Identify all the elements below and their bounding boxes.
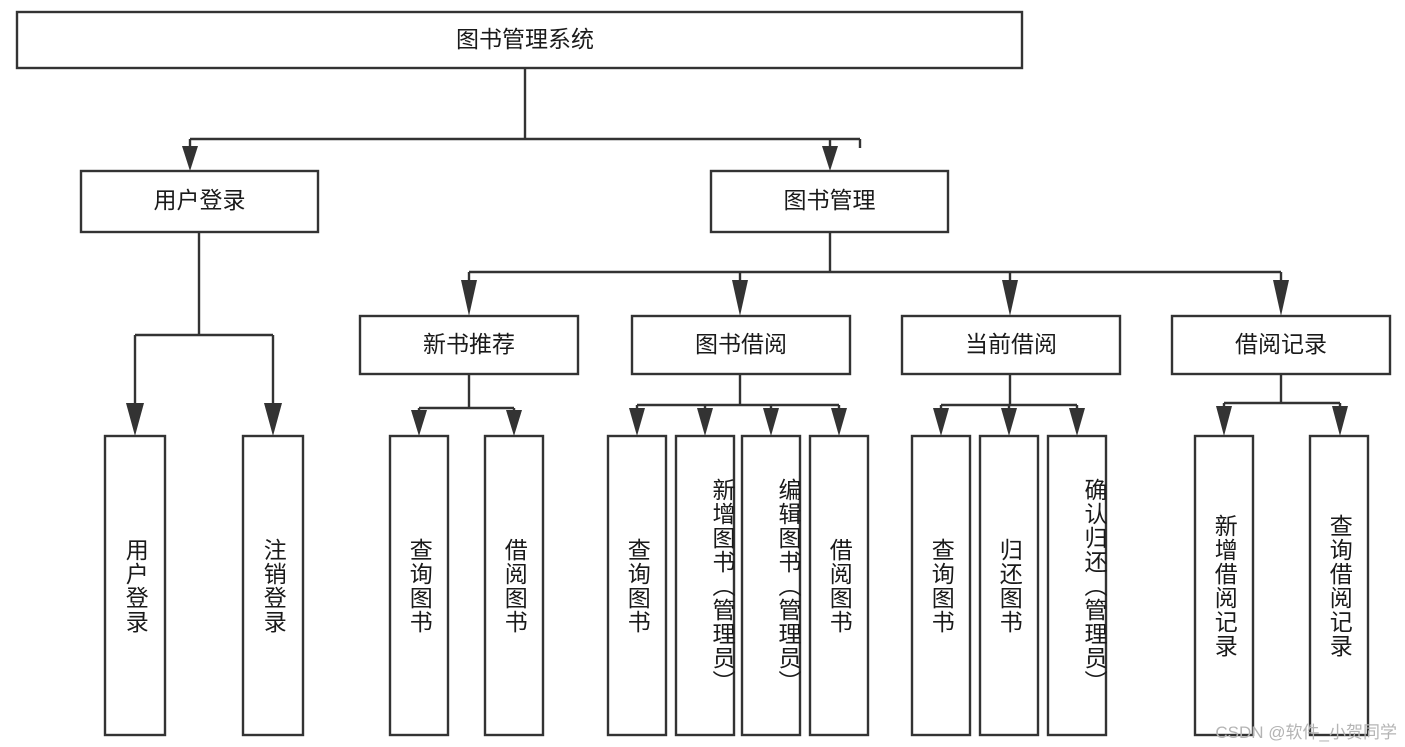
- node-current-borrow[interactable]: 当前借阅: [900, 314, 1122, 376]
- node-leaf-query-record-rect[interactable]: [1308, 434, 1370, 737]
- node-book-borrow-label: 图书借阅: [695, 331, 787, 357]
- node-current-borrow-rect[interactable]: [900, 314, 1122, 376]
- node-book-borrow[interactable]: 图书借阅: [630, 314, 852, 376]
- arrow-head-book-manage: [822, 146, 838, 171]
- arrow-head-leaf-confirm-return: [1069, 408, 1085, 436]
- node-leaf-borrow-book-1-rect[interactable]: [483, 434, 545, 737]
- node-root-label: 图书管理系统: [456, 26, 594, 52]
- node-leaf-return-book-rect[interactable]: [978, 434, 1040, 737]
- node-book-manage-label: 图书管理: [784, 187, 876, 213]
- arrow-head-leaf-query-book-2: [629, 408, 645, 436]
- arrow-head-leaf-borrow-book-2: [831, 408, 847, 436]
- node-user-login[interactable]: 用户登录: [79, 169, 320, 234]
- node-leaf-query-book-1-rect[interactable]: [388, 434, 450, 737]
- arrow-head-book-borrow: [732, 280, 748, 316]
- arrow-head-current-borrow: [1002, 280, 1018, 316]
- node-leaf-add-record-rect[interactable]: [1193, 434, 1255, 737]
- node-root[interactable]: 图书管理系统: [15, 10, 1024, 70]
- connector-group-root: [182, 68, 862, 171]
- arrow-head-leaf-edit-book: [763, 408, 779, 436]
- arrow-head-user-login: [182, 146, 198, 171]
- arrow-head-leaf-return-book: [1001, 408, 1017, 436]
- node-leaf-query-book-3-rect[interactable]: [910, 434, 972, 737]
- node-current-borrow-label: 当前借阅: [965, 331, 1057, 357]
- arrow-head-borrow-record: [1273, 280, 1289, 316]
- node-borrow-record-rect[interactable]: [1170, 314, 1392, 376]
- arrow-head-leaf-query-record: [1332, 406, 1348, 436]
- arrow-head-leaf-borrow-book-1: [506, 410, 522, 436]
- arrow-head-new-book-rec: [461, 280, 477, 316]
- node-new-book-rec[interactable]: 新书推荐: [358, 314, 580, 376]
- node-user-login-rect[interactable]: [79, 169, 320, 234]
- connector-group-borrow-record: [1216, 374, 1348, 436]
- arrow-head-leaf-query-book-1: [411, 410, 427, 436]
- node-leaf-user-login-rect[interactable]: [103, 434, 167, 737]
- node-leaf-confirm-return-rect[interactable]: [1046, 434, 1108, 737]
- arrow-head-leaf-add-record: [1216, 406, 1232, 436]
- arrow-head-leaf-user-login: [126, 403, 144, 436]
- node-new-book-rec-rect[interactable]: [358, 314, 580, 376]
- node-borrow-record[interactable]: 借阅记录: [1170, 314, 1392, 376]
- arrow-head-leaf-logout: [264, 403, 282, 436]
- arrow-head-leaf-add-book: [697, 408, 713, 436]
- connector-group-new-book-rec: [411, 374, 522, 436]
- node-borrow-record-label: 借阅记录: [1235, 331, 1327, 357]
- connector-group-user-login: [126, 232, 282, 436]
- node-leaf-add-book-rect[interactable]: [674, 434, 736, 737]
- node-user-login-label: 用户登录: [154, 187, 246, 213]
- node-book-manage-rect[interactable]: [709, 169, 950, 234]
- node-leaf-logout-rect[interactable]: [241, 434, 305, 737]
- arrow-head-leaf-query-book-3: [933, 408, 949, 436]
- node-book-borrow-rect[interactable]: [630, 314, 852, 376]
- node-root-rect[interactable]: [15, 10, 1024, 70]
- connector-group-current-borrow: [933, 374, 1085, 436]
- node-leaf-borrow-book-2-rect[interactable]: [808, 434, 870, 737]
- leaf-rects-group: [103, 434, 1370, 737]
- node-leaf-edit-book-rect[interactable]: [740, 434, 802, 737]
- node-new-book-rec-label: 新书推荐: [423, 331, 515, 357]
- connector-group-book-manage: [461, 232, 1289, 316]
- node-book-manage[interactable]: 图书管理: [709, 169, 950, 234]
- csdn-watermark: CSDN @软件_小贺同学: [1215, 723, 1397, 742]
- connector-group-book-borrow: [629, 374, 847, 436]
- node-leaf-query-book-2-rect[interactable]: [606, 434, 668, 737]
